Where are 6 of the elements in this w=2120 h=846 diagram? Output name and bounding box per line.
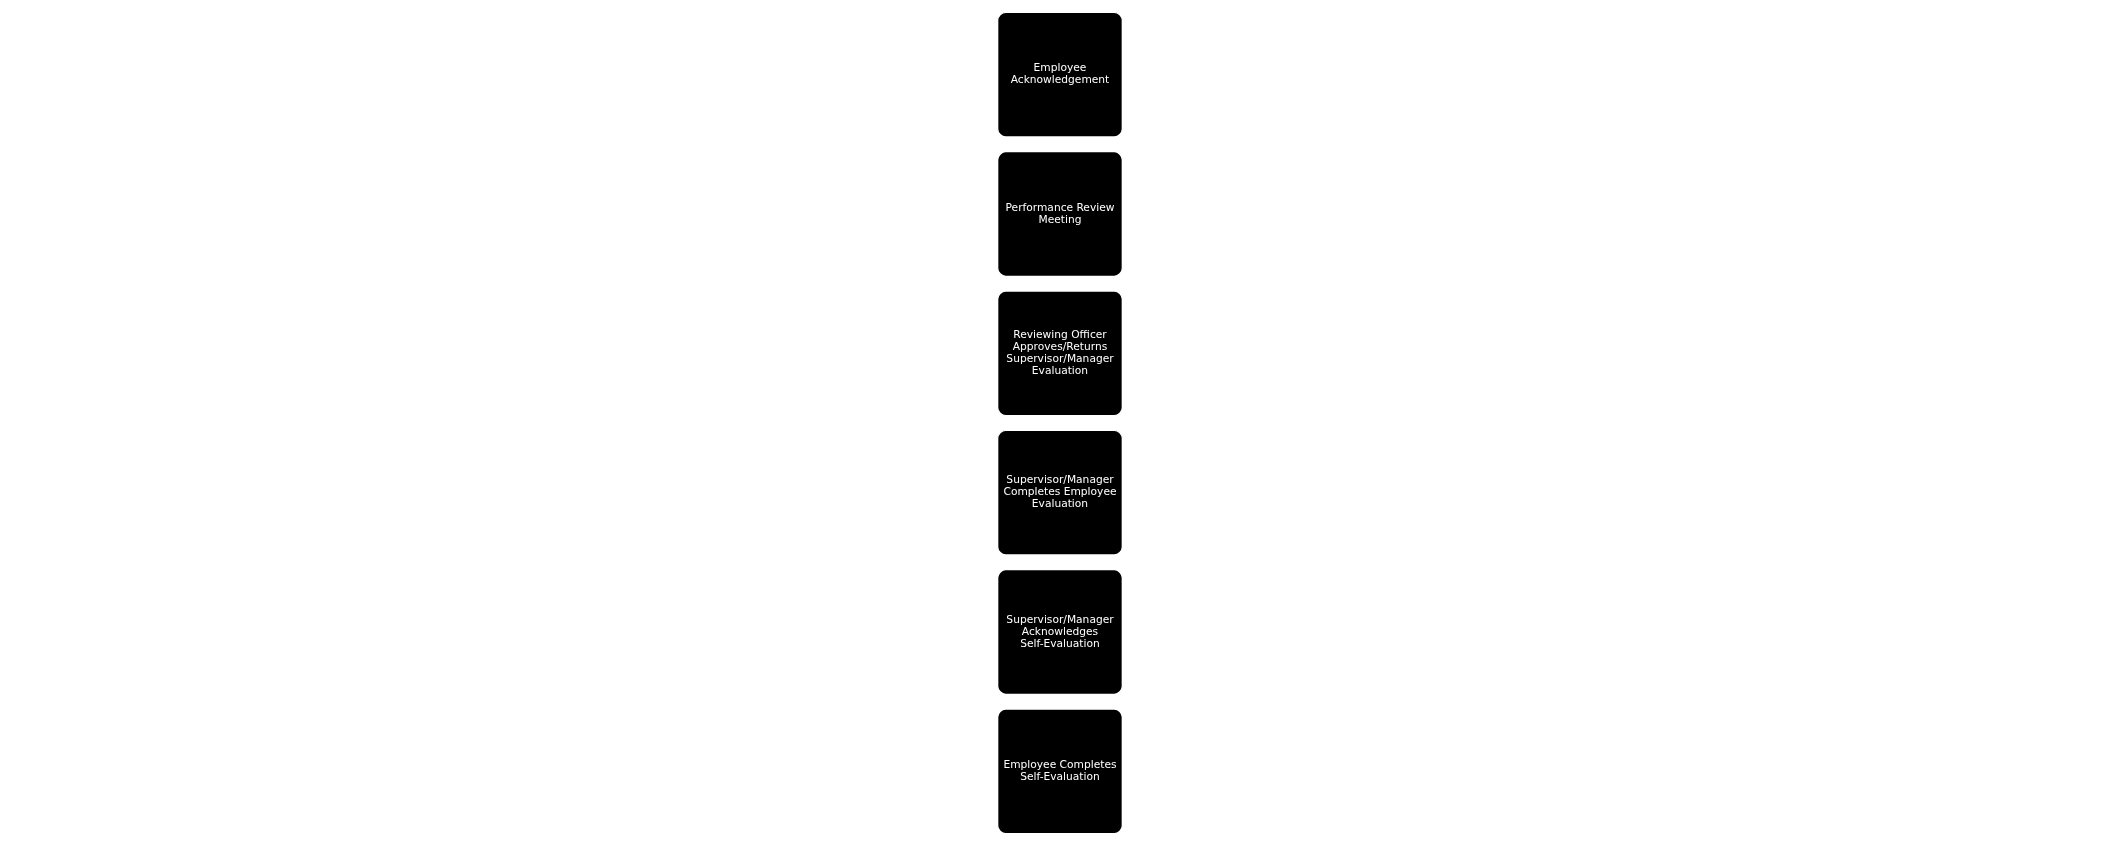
- node-box: Supervisor/Manager Acknowledges Self-Evaluation: [997, 569, 1123, 695]
- node-box: Performance Review Meeting: [997, 151, 1123, 277]
- node-box: Employee Acknowledgement: [997, 11, 1123, 138]
- node-box: Employee Completes Self-Evaluation: [997, 708, 1123, 835]
- node-box: Supervisor/Manager Completes Employee Evaluation: [997, 429, 1123, 556]
- node-box: Reviewing Officer Approves/Returns Supervisor/Manager Evaluation: [997, 290, 1123, 417]
